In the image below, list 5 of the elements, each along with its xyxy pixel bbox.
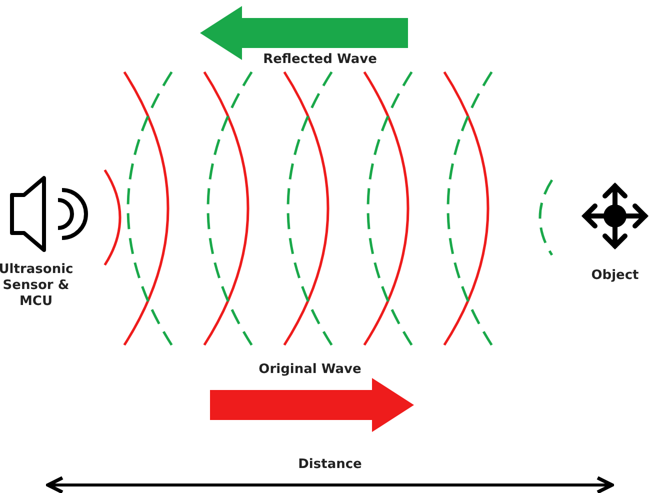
- object-label: Object: [590, 268, 640, 284]
- wave-label: Reflected Wave: [262, 52, 378, 68]
- distance-label: Distance: [297, 457, 363, 473]
- wave-label: Original Wave: [258, 362, 362, 378]
- sensor-label: Ultrasonic Sensor & MCU: [0, 262, 74, 310]
